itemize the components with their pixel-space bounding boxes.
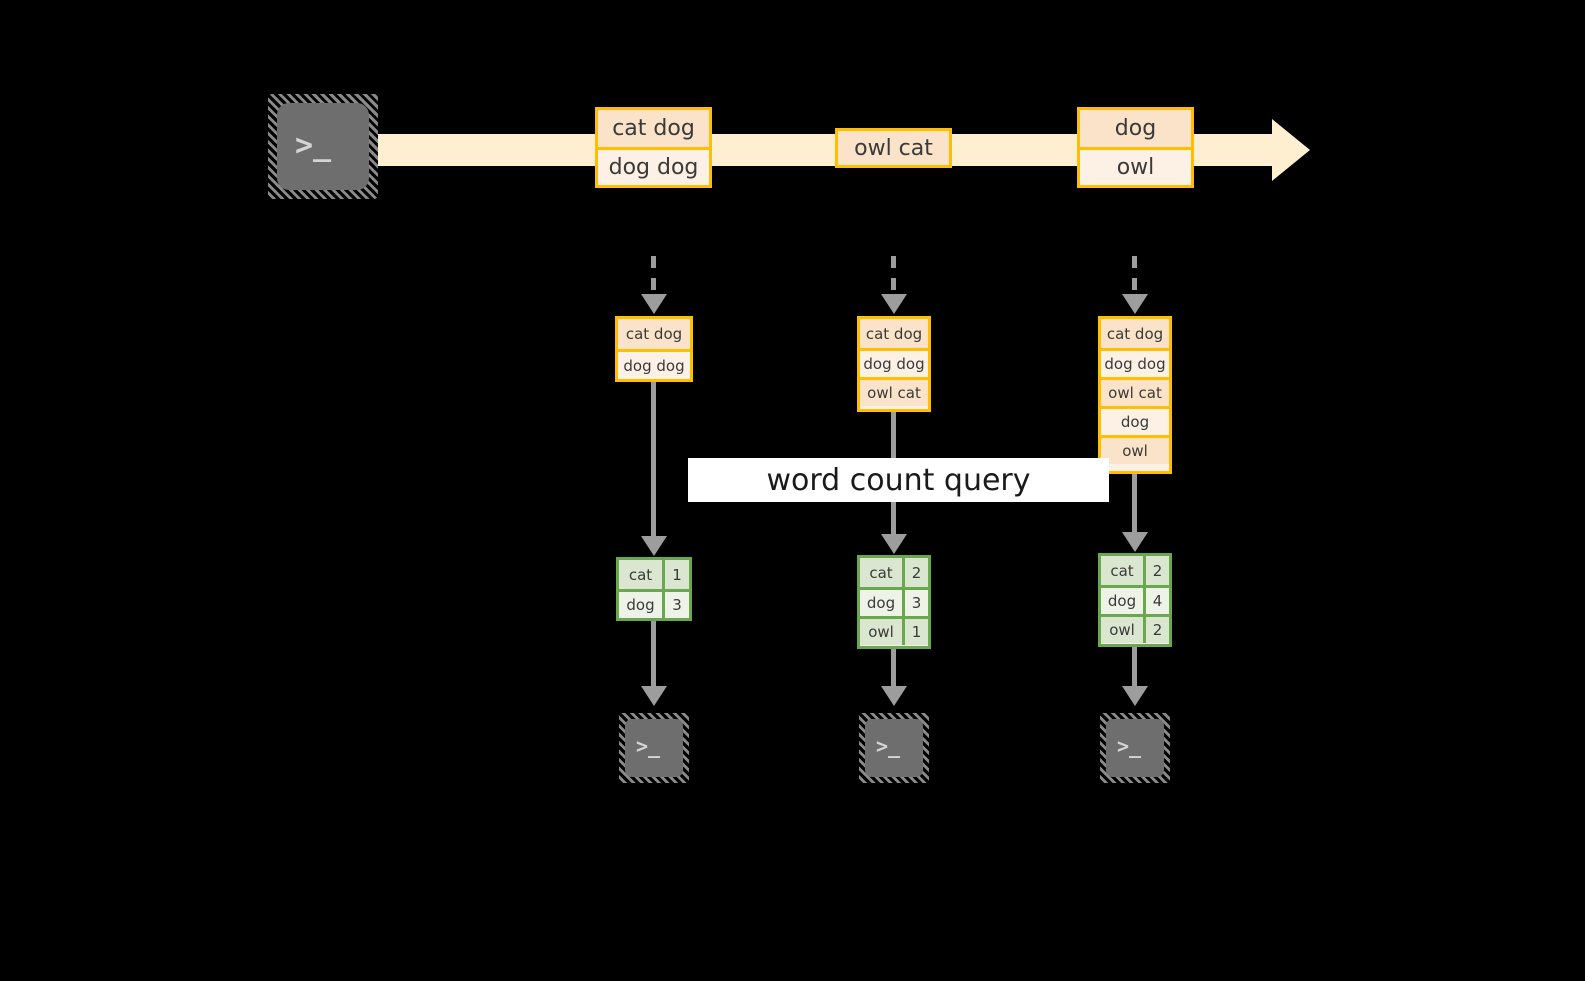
column-1-sink-line bbox=[651, 621, 656, 688]
column-2-sink-line bbox=[891, 649, 896, 689]
column-2-result-word-3: owl bbox=[860, 619, 905, 645]
column-2-result-row-2: dog 3 bbox=[860, 587, 928, 616]
column-3-result-row-1: cat 2 bbox=[1101, 556, 1169, 585]
column-2-input-row-3: owl cat bbox=[860, 377, 928, 406]
stream-batch-3-line-2: owl bbox=[1080, 147, 1191, 185]
column-3-result-row-3: owl 2 bbox=[1101, 614, 1169, 643]
column-1-result-word-1: cat bbox=[619, 560, 665, 589]
column-3-trigger-line bbox=[1132, 256, 1137, 296]
column-2-result-word-1: cat bbox=[860, 558, 905, 587]
terminal-screen: >_ bbox=[625, 719, 683, 777]
terminal-prompt-glyph: >_ bbox=[1117, 734, 1142, 758]
stream-batch-1[interactable]: cat dog dog dog bbox=[595, 107, 712, 188]
column-2-result-count-1: 2 bbox=[905, 558, 928, 587]
stream-batch-3-line-1: dog bbox=[1080, 110, 1191, 147]
column-3-input-row-4: dog bbox=[1101, 406, 1169, 435]
column-1-result-row-2: dog 3 bbox=[619, 589, 689, 618]
stream-batch-1-line-1: cat dog bbox=[598, 110, 709, 147]
column-2-trigger-arrowhead bbox=[881, 294, 907, 314]
column-1-result-count-1: 1 bbox=[665, 560, 689, 589]
terminal-prompt-glyph: >_ bbox=[295, 128, 332, 163]
column-3-input-row-2: dog dog bbox=[1101, 348, 1169, 377]
terminal-prompt-glyph: >_ bbox=[636, 734, 661, 758]
query-label: word count query bbox=[688, 458, 1109, 502]
column-1-result-row-1: cat 1 bbox=[619, 560, 689, 589]
column-3-input-table[interactable]: cat dog dog dog owl cat dog owl bbox=[1098, 316, 1172, 474]
column-3-query-line bbox=[1132, 474, 1137, 536]
column-1-input-row-2: dog dog bbox=[618, 349, 690, 379]
column-1-query-line bbox=[651, 382, 656, 540]
stream-arrow-head bbox=[1272, 119, 1310, 181]
column-2-sink-terminal-icon[interactable]: >_ bbox=[859, 713, 929, 783]
column-2-result-row-3: owl 1 bbox=[860, 616, 928, 645]
column-3-sink-terminal-icon[interactable]: >_ bbox=[1100, 713, 1170, 783]
column-3-input-row-5: owl bbox=[1101, 435, 1169, 464]
terminal-screen: >_ bbox=[865, 719, 923, 777]
column-2-result-count-2: 3 bbox=[905, 590, 928, 616]
terminal-screen: >_ bbox=[1106, 719, 1164, 777]
column-3-input-row-3: owl cat bbox=[1101, 377, 1169, 406]
terminal-screen: >_ bbox=[277, 103, 369, 190]
column-2-result-table[interactable]: cat 2 dog 3 owl 1 bbox=[857, 555, 931, 649]
column-2-result-word-2: dog bbox=[860, 590, 905, 616]
column-2-result-count-3: 1 bbox=[905, 619, 928, 645]
column-3-sink-arrowhead bbox=[1122, 686, 1148, 706]
column-1-result-table[interactable]: cat 1 dog 3 bbox=[616, 557, 692, 621]
column-3-result-count-2: 4 bbox=[1146, 588, 1169, 614]
stream-batch-2-line-1: owl cat bbox=[838, 131, 949, 165]
column-2-input-table[interactable]: cat dog dog dog owl cat bbox=[857, 316, 931, 412]
column-3-trigger-arrowhead bbox=[1122, 294, 1148, 314]
column-3-result-row-2: dog 4 bbox=[1101, 585, 1169, 614]
terminal-prompt-glyph: >_ bbox=[876, 734, 901, 758]
column-2-sink-arrowhead bbox=[881, 686, 907, 706]
column-1-sink-terminal-icon[interactable]: >_ bbox=[619, 713, 689, 783]
column-3-result-word-2: dog bbox=[1101, 588, 1146, 614]
column-1-input-row-1: cat dog bbox=[618, 319, 690, 349]
column-3-result-count-1: 2 bbox=[1146, 556, 1169, 585]
column-3-result-word-3: owl bbox=[1101, 617, 1146, 643]
column-1-trigger-arrowhead bbox=[641, 294, 667, 314]
column-3-input-row-1: cat dog bbox=[1101, 319, 1169, 348]
column-3-query-arrowhead bbox=[1122, 532, 1148, 552]
column-2-result-row-1: cat 2 bbox=[860, 558, 928, 587]
column-3-sink-line bbox=[1132, 647, 1137, 689]
column-1-input-table[interactable]: cat dog dog dog bbox=[615, 316, 693, 382]
column-2-input-row-1: cat dog bbox=[860, 319, 928, 348]
stream-batch-2[interactable]: owl cat bbox=[835, 128, 952, 168]
column-3-result-word-1: cat bbox=[1101, 556, 1146, 585]
column-1-result-count-2: 3 bbox=[665, 592, 689, 618]
column-1-trigger-line bbox=[651, 256, 656, 296]
column-1-result-word-2: dog bbox=[619, 592, 665, 618]
column-2-query-arrowhead bbox=[881, 534, 907, 554]
source-terminal-icon[interactable]: >_ bbox=[268, 94, 378, 199]
stream-batch-3[interactable]: dog owl bbox=[1077, 107, 1194, 188]
stream-batch-1-line-2: dog dog bbox=[598, 147, 709, 185]
column-2-input-row-2: dog dog bbox=[860, 348, 928, 377]
column-3-result-table[interactable]: cat 2 dog 4 owl 2 bbox=[1098, 553, 1172, 647]
column-1-sink-arrowhead bbox=[641, 686, 667, 706]
column-2-trigger-line bbox=[891, 256, 896, 296]
column-3-result-count-3: 2 bbox=[1146, 617, 1169, 643]
column-1-query-arrowhead bbox=[641, 536, 667, 556]
